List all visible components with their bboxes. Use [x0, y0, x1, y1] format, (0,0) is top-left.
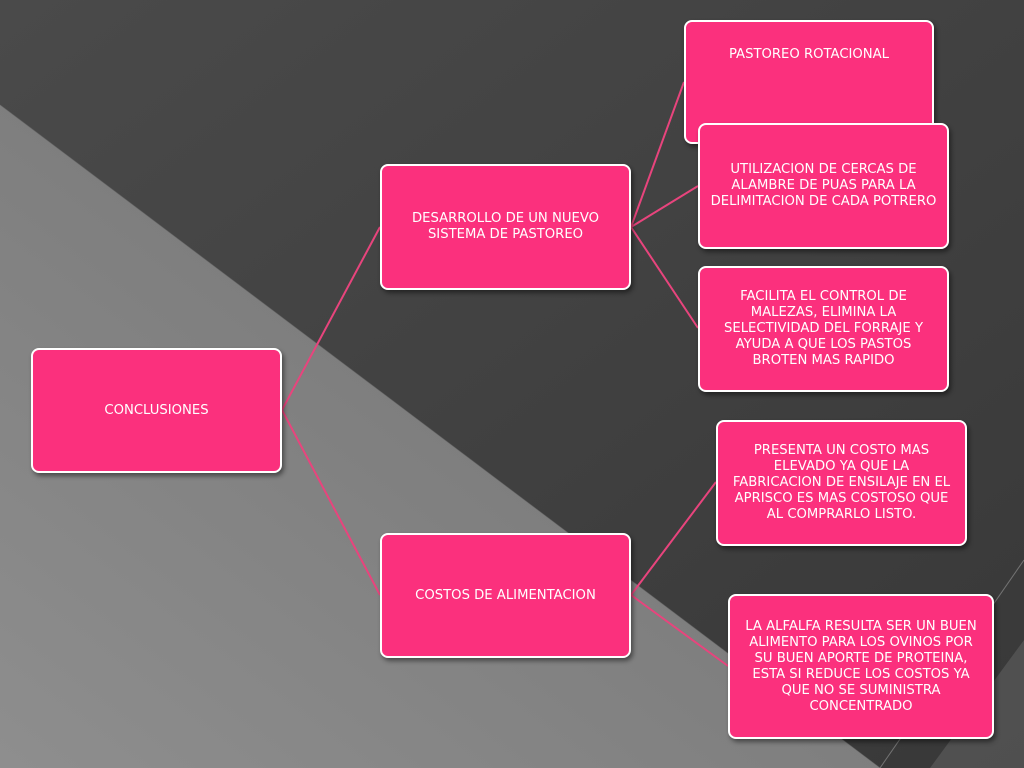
leaf-node-label: UTILIZACION DE CERCAS DE ALAMBRE DE PUAS… — [710, 162, 937, 209]
branch-node-label: COSTOS DE ALIMENTACION — [415, 587, 596, 603]
branch-node-costos[interactable]: COSTOS DE ALIMENTACION — [380, 533, 631, 658]
root-node-conclusiones[interactable]: CONCLUSIONES — [31, 348, 282, 473]
leaf-node-control-malezas[interactable]: FACILITA EL CONTROL DE MALEZAS, ELIMINA … — [698, 266, 949, 392]
connector-desarrollo-cercas — [630, 185, 699, 228]
connector-desarrollo-pastoreo — [630, 81, 685, 228]
leaf-node-label: PRESENTA UN COSTO MAS ELEVADO YA QUE LA … — [732, 443, 951, 522]
connector-root-desarrollo — [281, 226, 381, 411]
leaf-node-label: PASTOREO ROTACIONAL — [728, 47, 890, 62]
leaf-node-costo-elevado[interactable]: PRESENTA UN COSTO MAS ELEVADO YA QUE LA … — [716, 420, 967, 546]
connector-costos-alfalfa — [630, 594, 729, 667]
branch-node-label: DESARROLLO DE UN NUEVO SISTEMA DE PASTOR… — [411, 211, 600, 242]
connector-costos-costo — [630, 481, 717, 596]
connector-root-costos — [281, 409, 381, 596]
leaf-node-cercas-alambre[interactable]: UTILIZACION DE CERCAS DE ALAMBRE DE PUAS… — [698, 123, 949, 249]
connector-desarrollo-malezas — [630, 226, 699, 329]
root-node-label: CONCLUSIONES — [104, 402, 209, 418]
leaf-node-alfalfa[interactable]: LA ALFALFA RESULTA SER UN BUEN ALIMENTO … — [728, 594, 994, 739]
branch-node-desarrollo[interactable]: DESARROLLO DE UN NUEVO SISTEMA DE PASTOR… — [380, 164, 631, 290]
leaf-node-label: FACILITA EL CONTROL DE MALEZAS, ELIMINA … — [723, 289, 923, 368]
leaf-node-label: LA ALFALFA RESULTA SER UN BUEN ALIMENTO … — [745, 618, 977, 714]
